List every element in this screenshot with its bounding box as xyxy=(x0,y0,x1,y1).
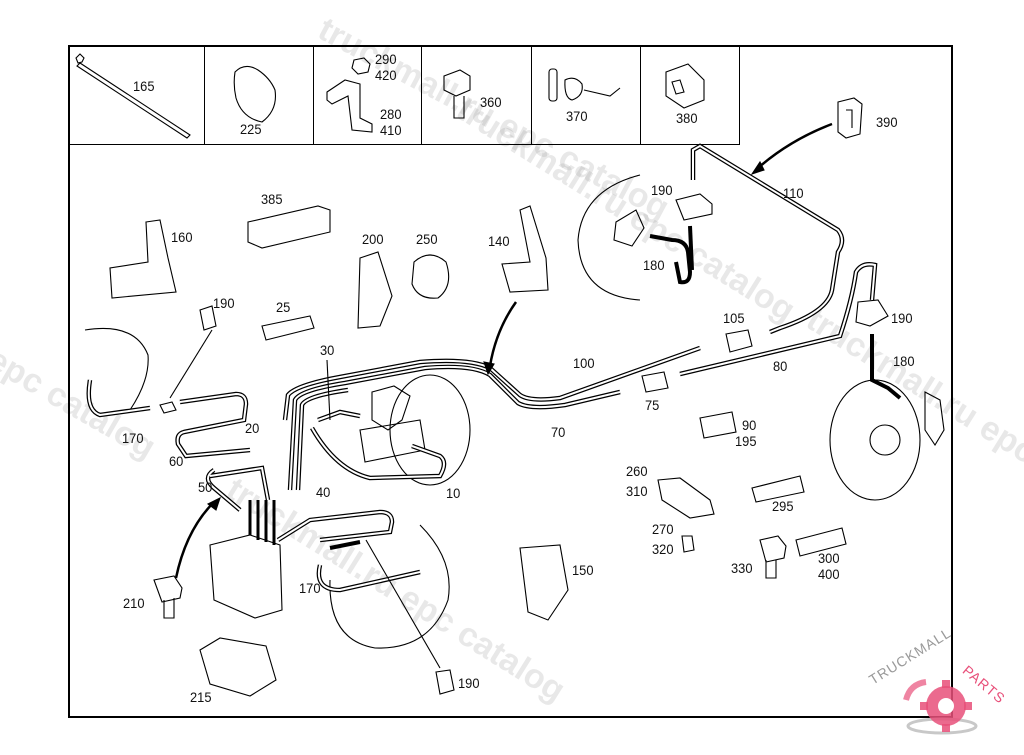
callout-170[interactable]: 170 xyxy=(299,580,321,596)
grommet-icon xyxy=(665,63,705,109)
callout-190[interactable]: 190 xyxy=(651,182,673,198)
bracket-160 xyxy=(109,219,177,299)
brake-line-10 xyxy=(310,426,447,481)
abs-hydraulic-unit xyxy=(209,534,283,619)
callout-215[interactable]: 215 xyxy=(190,689,212,705)
gear-logo-icon xyxy=(903,679,978,735)
bracket-200 xyxy=(357,251,393,329)
brake-disc-rear-right xyxy=(829,379,921,501)
sleeve-25 xyxy=(261,315,315,341)
callout-190[interactable]: 190 xyxy=(891,310,913,326)
sensor-330 xyxy=(759,535,787,579)
callout-210[interactable]: 210 xyxy=(123,595,145,611)
header-cell-290[interactable] xyxy=(314,45,422,145)
sleeve-295 xyxy=(751,475,805,503)
callout-310[interactable]: 310 xyxy=(626,483,648,499)
callout-100[interactable]: 100 xyxy=(573,355,595,371)
header-cell-360[interactable] xyxy=(422,45,532,145)
callout-25[interactable]: 25 xyxy=(276,299,291,315)
callout-360[interactable]: 360 xyxy=(480,94,502,110)
callout-400[interactable]: 400 xyxy=(818,566,840,582)
callout-75[interactable]: 75 xyxy=(645,397,660,413)
callout-390[interactable]: 390 xyxy=(876,114,898,130)
callout-190[interactable]: 190 xyxy=(458,675,480,691)
sleeve-300 xyxy=(795,527,847,557)
callout-160[interactable]: 160 xyxy=(171,229,193,245)
sensor-clip-icon xyxy=(443,69,471,119)
clip-390-icon xyxy=(837,97,863,139)
brake-booster xyxy=(389,374,471,486)
bracket-nut-icon xyxy=(326,57,373,133)
connector-75 xyxy=(641,371,669,393)
brake-disc-front-left xyxy=(84,327,149,411)
callout-225[interactable]: 225 xyxy=(240,121,262,137)
plate-250 xyxy=(411,254,450,299)
callout-420[interactable]: 420 xyxy=(375,67,397,83)
callout-50[interactable]: 50 xyxy=(198,479,213,495)
callout-250[interactable]: 250 xyxy=(416,231,438,247)
connector-215 xyxy=(199,637,277,697)
callout-380[interactable]: 380 xyxy=(676,110,698,126)
plate-icon xyxy=(233,65,277,123)
clip-190-small xyxy=(199,305,217,331)
callout-90[interactable]: 90 xyxy=(742,417,757,433)
callout-165[interactable]: 165 xyxy=(133,78,155,94)
header-cell-380[interactable] xyxy=(641,45,740,145)
callout-280[interactable]: 280 xyxy=(380,106,402,122)
callout-290[interactable]: 290 xyxy=(375,51,397,67)
clip-260 xyxy=(657,477,715,519)
sensor-210 xyxy=(153,575,183,619)
callout-300[interactable]: 300 xyxy=(818,550,840,566)
callout-140[interactable]: 140 xyxy=(488,233,510,249)
brake-disc-front-right xyxy=(577,174,641,301)
callout-200[interactable]: 200 xyxy=(362,231,384,247)
clamp-icon xyxy=(548,68,621,102)
arrow-210 xyxy=(174,501,215,579)
callout-40[interactable]: 40 xyxy=(316,484,331,500)
brake-line-70 xyxy=(287,364,621,491)
callout-30[interactable]: 30 xyxy=(320,342,335,358)
callout-150[interactable]: 150 xyxy=(572,562,594,578)
brake-line-110 xyxy=(690,143,845,335)
callout-20[interactable]: 20 xyxy=(245,420,260,436)
sleeve-90 xyxy=(699,411,737,439)
callout-260[interactable]: 260 xyxy=(626,463,648,479)
truckmall-parts-logo: TRUCKMALL PARTS xyxy=(860,624,1024,750)
callout-60[interactable]: 60 xyxy=(169,453,184,469)
callout-80[interactable]: 80 xyxy=(773,358,788,374)
bracket-140 xyxy=(501,205,549,293)
callout-180[interactable]: 180 xyxy=(643,257,665,273)
callout-170[interactable]: 170 xyxy=(122,430,144,446)
callout-195[interactable]: 195 xyxy=(735,433,757,449)
callout-320[interactable]: 320 xyxy=(652,541,674,557)
header-parts-row xyxy=(68,45,740,145)
arrow-140 xyxy=(488,301,518,367)
brake-disc-rear-left xyxy=(329,524,450,649)
sleeve-105 xyxy=(725,329,753,353)
callout-180[interactable]: 180 xyxy=(893,353,915,369)
bracket-150 xyxy=(519,544,569,621)
callout-105[interactable]: 105 xyxy=(723,310,745,326)
cable-tie-icon xyxy=(75,53,191,139)
header-cell-165[interactable] xyxy=(68,45,205,145)
header-cell-370[interactable] xyxy=(532,45,641,145)
guide-385 xyxy=(247,205,331,249)
callout-410[interactable]: 410 xyxy=(380,122,402,138)
callout-295[interactable]: 295 xyxy=(772,498,794,514)
header-cell-225[interactable] xyxy=(205,45,314,145)
master-cylinder xyxy=(371,385,411,431)
callout-70[interactable]: 70 xyxy=(551,424,566,440)
callout-190[interactable]: 190 xyxy=(213,295,235,311)
bleeder-270 xyxy=(681,535,695,553)
arrow-390 xyxy=(757,122,833,169)
callout-370[interactable]: 370 xyxy=(566,108,588,124)
callout-385[interactable]: 385 xyxy=(261,191,283,207)
clip-190-bottom xyxy=(435,669,455,695)
callout-270[interactable]: 270 xyxy=(652,521,674,537)
callout-110[interactable]: 110 xyxy=(783,185,804,201)
callout-10[interactable]: 10 xyxy=(446,485,461,501)
diagram-frame xyxy=(68,45,953,718)
callout-330[interactable]: 330 xyxy=(731,560,753,576)
